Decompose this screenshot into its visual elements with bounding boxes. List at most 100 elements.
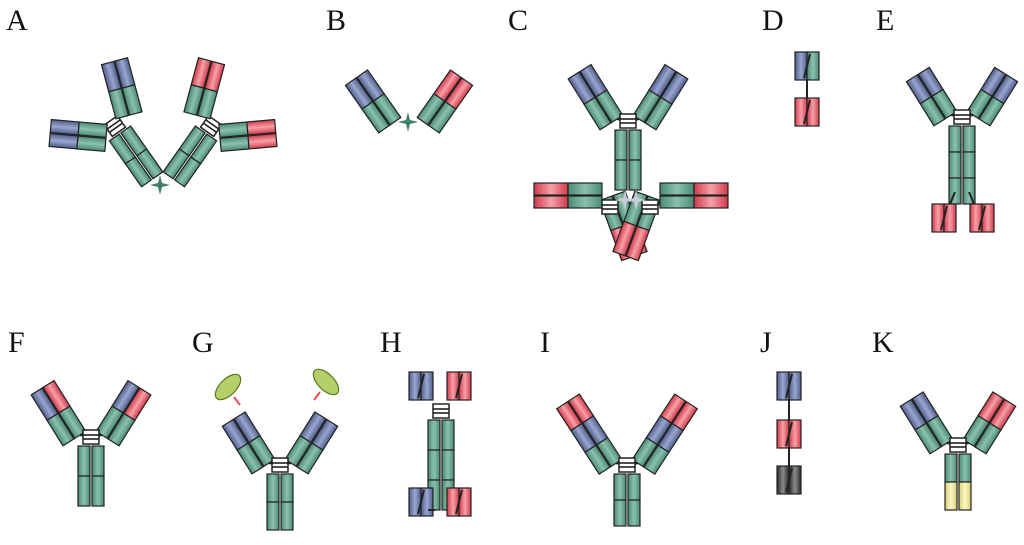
constant-domain	[628, 159, 642, 191]
left-arm	[555, 393, 629, 475]
constant-domain	[613, 473, 627, 501]
right-arm	[956, 391, 1017, 455]
panel-label-f: F	[8, 326, 25, 359]
hinge-disulfide	[618, 457, 636, 473]
scfv-blue-top	[408, 371, 434, 401]
constant-domain	[584, 444, 611, 475]
constant-domain	[266, 473, 280, 503]
constant-domain	[77, 445, 91, 477]
linker	[233, 396, 241, 406]
constant-domain	[627, 499, 641, 527]
arm	[183, 57, 226, 120]
disulfide-bond	[205, 119, 220, 130]
variable-domain-red	[246, 118, 277, 136]
right-arm	[960, 66, 1019, 127]
constant-domain	[361, 100, 391, 134]
variable-domain-red	[533, 182, 569, 196]
link-star	[615, 190, 635, 210]
antibody-i-dual-variable-domain	[555, 393, 699, 527]
antibody-e-igg-c-terminal-scfv	[905, 66, 1019, 233]
panel-label-b: B	[326, 4, 346, 37]
constant-domain	[978, 96, 1005, 127]
hinge-box	[641, 199, 659, 215]
antibody-f-igg	[30, 379, 152, 507]
hinge-disulfide	[949, 437, 967, 453]
hinge-disulfide	[199, 114, 223, 138]
right-arm	[278, 411, 339, 475]
panel-label-k: K	[872, 326, 894, 359]
scfv-red	[794, 97, 820, 127]
left-arm	[899, 391, 960, 455]
arm	[218, 118, 278, 152]
scfv-linker	[803, 53, 811, 79]
scfv-linker	[417, 489, 425, 515]
constant-domain	[628, 129, 642, 161]
constant-domain	[280, 473, 294, 503]
constant-domain	[372, 92, 402, 126]
fab-right	[416, 69, 474, 134]
left-arm	[567, 63, 630, 131]
fab-left	[344, 69, 402, 134]
hinge-box	[619, 113, 637, 129]
constant-domain	[427, 449, 441, 481]
linker	[313, 391, 321, 401]
scfv-red-left	[931, 203, 957, 233]
hinge-box	[103, 114, 127, 138]
constant-domain	[236, 442, 264, 475]
half-antibody-left	[48, 57, 164, 188]
constant-domain	[614, 129, 628, 161]
variable-domain-red	[693, 182, 729, 196]
constant-domain	[196, 87, 219, 120]
panel-label-i: I	[540, 326, 550, 359]
scfv-red-bottom	[446, 487, 472, 517]
scfv-linker	[417, 373, 425, 399]
scfv-linker	[785, 373, 793, 399]
constant-domain	[427, 419, 441, 451]
scfv-blue-bottom	[408, 487, 434, 517]
variable-domain-blue	[48, 132, 79, 150]
constant-domain	[296, 442, 324, 475]
variable-domain-blue	[49, 118, 80, 136]
constant-domain	[614, 159, 628, 191]
ligand-ellipse-right	[312, 368, 340, 396]
constant-domain	[76, 135, 107, 152]
hinge-disulfide	[641, 199, 659, 215]
arm	[48, 118, 108, 152]
constant-domain	[280, 501, 294, 531]
hinge-disulfide	[601, 199, 619, 215]
antibody-j-tri-scfv	[776, 371, 802, 495]
star-junction	[626, 190, 646, 210]
panel-label-e: E	[876, 4, 894, 37]
constant-domain	[643, 444, 670, 475]
domain-yellow	[958, 481, 972, 511]
hinge-box	[82, 429, 100, 445]
constant-domain	[91, 475, 105, 507]
link-star	[150, 175, 170, 195]
constant-domain	[567, 182, 603, 196]
variable-domain-red	[693, 195, 729, 209]
constant-domain	[441, 449, 455, 481]
link-star	[626, 190, 646, 210]
hinge-box	[949, 437, 967, 453]
hinge-box	[271, 457, 289, 473]
arm	[100, 57, 143, 120]
scfv-linker	[803, 99, 811, 125]
right-arm	[89, 379, 152, 447]
constant-domain	[914, 422, 942, 455]
variable-domain-red	[533, 195, 569, 209]
constant-domain	[919, 96, 946, 127]
ligand-ellipse-left	[214, 373, 242, 401]
constant-domain	[958, 453, 972, 483]
constant-domain	[974, 422, 1002, 455]
scfv-red-right	[969, 203, 995, 233]
scfv-linker	[978, 205, 986, 231]
scfv-black	[776, 465, 802, 495]
antibody-h-fc-scfv-fusion	[408, 371, 472, 517]
disulfide-bond	[109, 122, 124, 133]
antibody-g-igg-with-ligands	[214, 368, 340, 531]
constant-domain	[948, 125, 962, 153]
scfv-linker	[455, 373, 463, 399]
constant-domain	[266, 501, 280, 531]
antibody-a-tetravalent	[48, 57, 278, 195]
constant-domain	[173, 156, 202, 188]
